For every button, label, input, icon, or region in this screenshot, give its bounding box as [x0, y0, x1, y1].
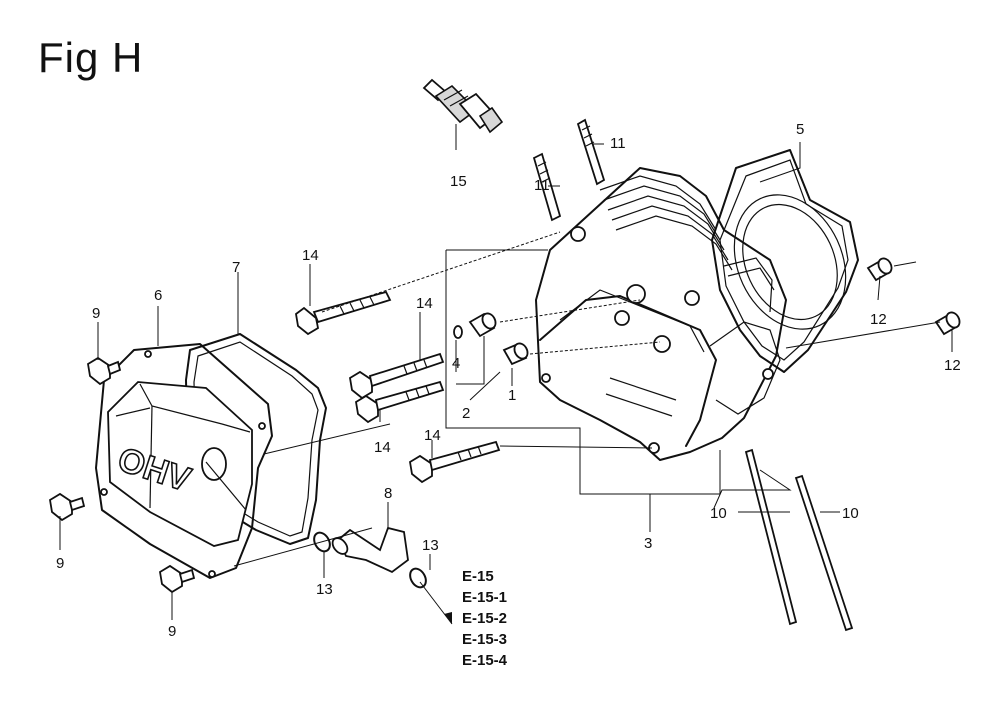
reference-e15-4[interactable]: E-15-4 [462, 652, 508, 669]
callout-15: 15 [450, 173, 467, 190]
callout-2: 2 [462, 405, 470, 422]
push-rods [744, 448, 854, 632]
callout-9-mid: 9 [56, 555, 64, 572]
stud-bolt-lower [532, 152, 562, 222]
callout-8: 8 [384, 485, 392, 502]
head-gasket [711, 149, 859, 373]
callout-1: 1 [508, 387, 516, 404]
reference-e15[interactable]: E-15 [462, 568, 494, 585]
cylinder-head [535, 167, 787, 461]
reference-e15-1[interactable]: E-15-1 [462, 589, 508, 606]
callout-11-upper: 11 [610, 135, 626, 152]
callout-13-left: 13 [316, 581, 333, 598]
flange-bolt-lower-mid [355, 380, 445, 424]
callout-labels: 15 11 11 5 14 14 4 1 2 14 14 7 6 9 9 9 8… [56, 121, 961, 640]
callout-13-right: 13 [422, 537, 439, 554]
spark-plug [422, 78, 504, 134]
callout-10-right: 10 [842, 505, 859, 522]
reference-list: E-15 E-15-1 E-15-2 E-15-3 E-15-4 [462, 566, 507, 671]
cover-bolt-top [87, 356, 122, 386]
leader-lines [59, 124, 953, 625]
dowel-pins [453, 257, 961, 366]
callout-5: 5 [796, 121, 804, 138]
callout-14-top: 14 [302, 247, 319, 264]
flange-bolt-top [295, 290, 392, 336]
callout-3: 3 [644, 535, 652, 552]
callout-7: 7 [232, 259, 240, 276]
flange-bolt-upper-mid [349, 352, 445, 400]
callout-14-lower: 14 [374, 439, 391, 456]
figure-title: Fig H [38, 34, 144, 81]
reference-e15-3[interactable]: E-15-3 [462, 631, 508, 648]
callout-4: 4 [452, 355, 460, 372]
callout-10-left: 10 [710, 505, 727, 522]
callout-9-bottom: 9 [168, 623, 176, 640]
callout-9-top: 9 [92, 305, 100, 322]
breather-tube [331, 526, 409, 574]
cover-bolt-bottom [159, 564, 196, 594]
stud-bolt-upper [576, 118, 606, 186]
flange-bolt-bottom [409, 440, 501, 484]
callout-14-upper: 14 [416, 295, 433, 312]
reference-e15-2[interactable]: E-15-2 [462, 610, 508, 627]
callout-14-bottom: 14 [424, 427, 441, 444]
valve-cover: OHV [95, 343, 273, 579]
callout-12-right: 12 [944, 357, 961, 374]
callout-11-lower: 11 [534, 177, 550, 194]
callout-12-left: 12 [870, 311, 887, 328]
callout-6: 6 [154, 287, 162, 304]
cover-bolt-mid [49, 492, 86, 522]
